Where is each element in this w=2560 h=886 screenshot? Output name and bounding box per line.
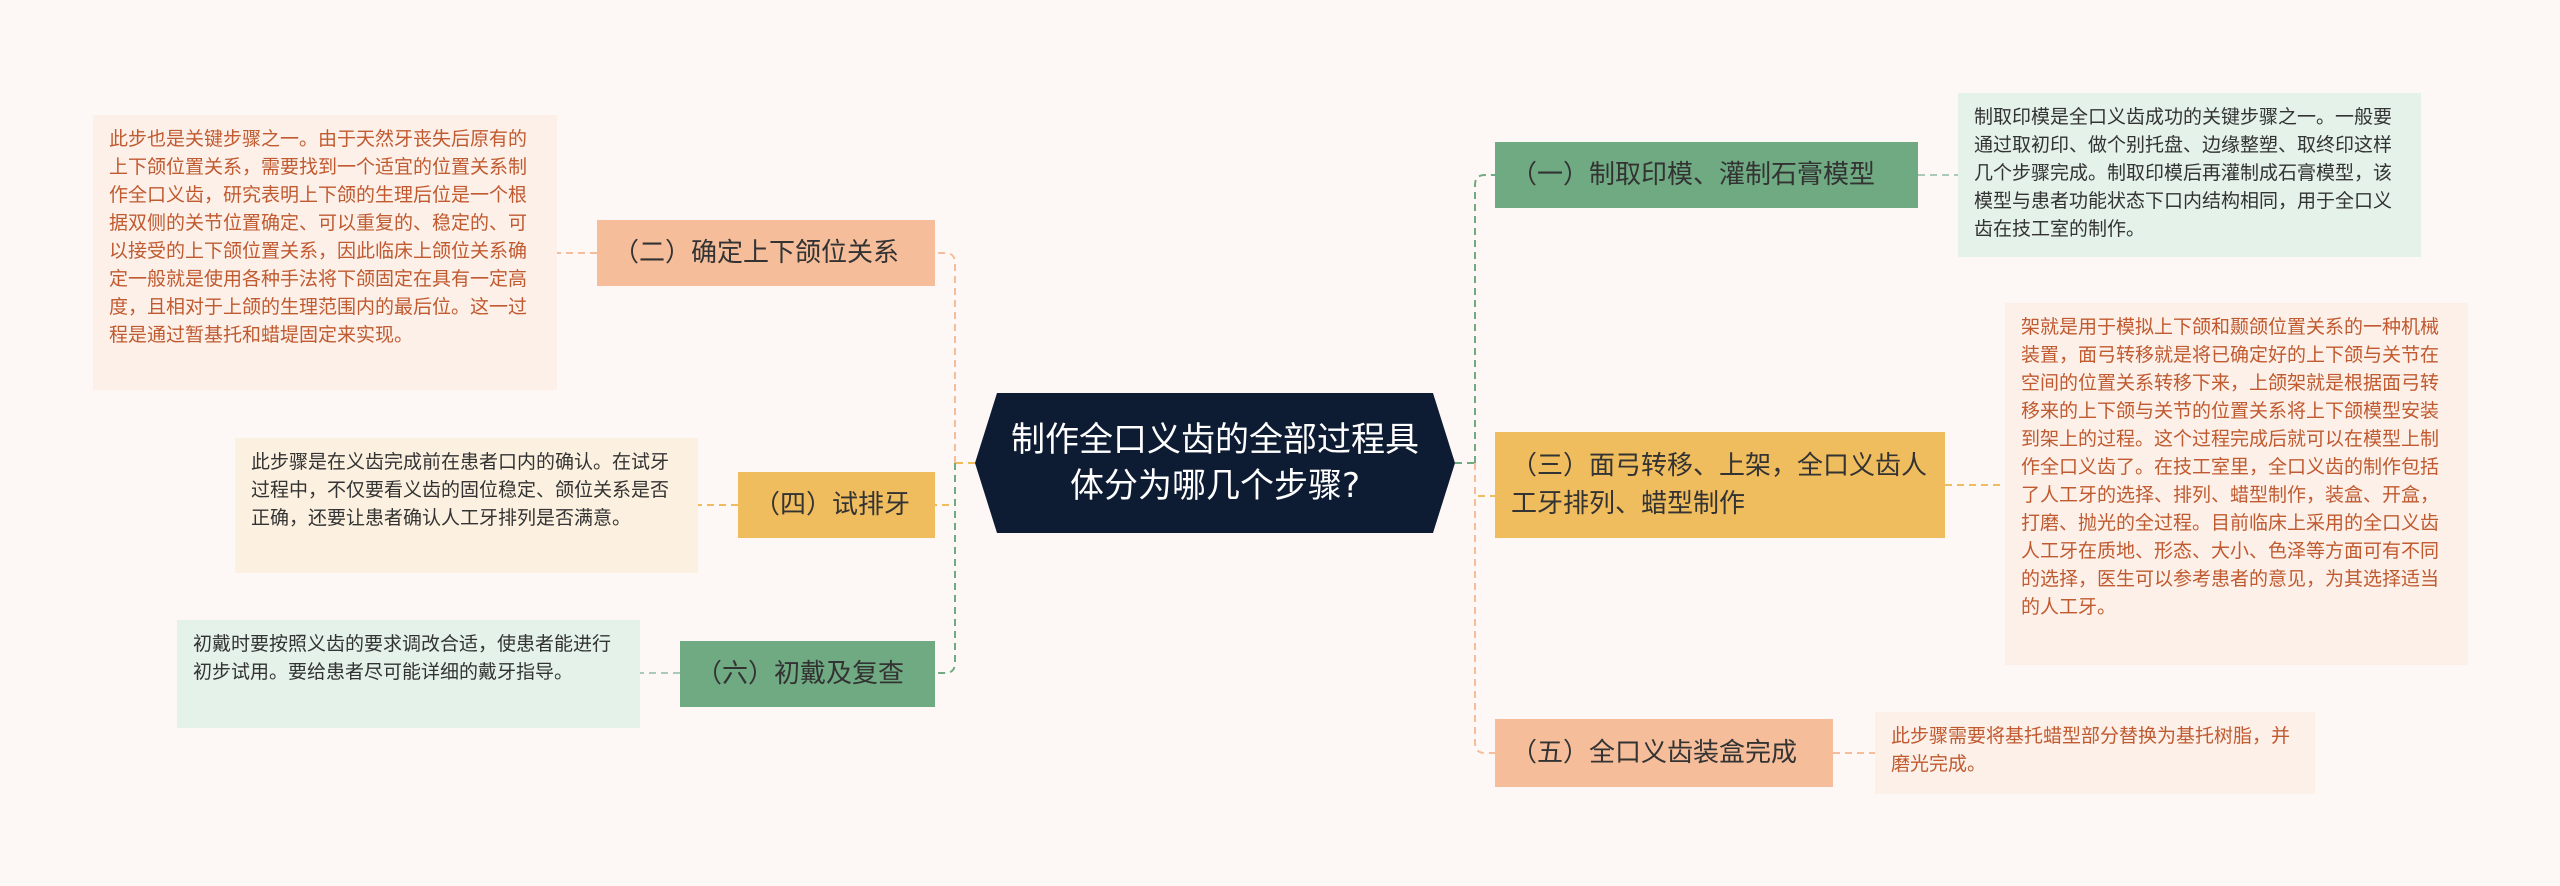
branch-step-5[interactable]: （五）全口义齿装盒完成 (1495, 719, 1833, 787)
central-topic[interactable]: 制作全口义齿的全部过程具体分为哪几个步骤? (975, 393, 1455, 533)
branch-step-3[interactable]: （三）面弓转移、上架，全口义齿人工牙排列、蜡型制作 (1495, 432, 1945, 538)
detail-step-4: 此步骤是在义齿完成前在患者口内的确认。在试牙过程中，不仅要看义齿的固位稳定、颌位… (235, 438, 698, 573)
detail-step-2: 此步也是关键步骤之一。由于天然牙丧失后原有的上下颌位置关系，需要找到一个适宜的位… (93, 115, 557, 390)
detail-step-1: 制取印模是全口义齿成功的关键步骤之一。一般要通过取初印、做个别托盘、边缘整塑、取… (1958, 93, 2421, 257)
detail-step-5: 此步骤需要将基托蜡型部分替换为基托树脂，并磨光完成。 (1875, 712, 2315, 794)
branch-step-4[interactable]: （四）试排牙 (738, 472, 935, 538)
branch-step-2[interactable]: （二）确定上下颌位关系 (597, 220, 935, 286)
branch-step-3-label: （三）面弓转移、上架，全口义齿人工牙排列、蜡型制作 (1511, 451, 1928, 519)
detail-step-3-text: 架就是用于模拟上下颌和颞颌位置关系的一种机械装置，面弓转移就是将已确定好的上下颌… (2021, 316, 2440, 618)
detail-step-4-text: 此步骤是在义齿完成前在患者口内的确认。在试牙过程中，不仅要看义齿的固位稳定、颌位… (251, 451, 670, 529)
branch-step-6[interactable]: （六）初戴及复查 (680, 641, 935, 707)
branch-step-6-label: （六）初戴及复查 (696, 659, 905, 689)
branch-step-5-label: （五）全口义齿装盒完成 (1511, 738, 1798, 768)
branch-step-2-label: （二）确定上下颌位关系 (613, 238, 900, 268)
detail-step-1-text: 制取印模是全口义齿成功的关键步骤之一。一般要通过取初印、做个别托盘、边缘整塑、取… (1974, 106, 2393, 240)
detail-step-6: 初戴时要按照义齿的要求调改合适，使患者能进行初步试用。要给患者尽可能详细的戴牙指… (177, 620, 640, 728)
branch-step-1[interactable]: （一）制取印模、灌制石膏模型 (1495, 142, 1918, 208)
detail-step-2-text: 此步也是关键步骤之一。由于天然牙丧失后原有的上下颌位置关系，需要找到一个适宜的位… (109, 128, 528, 346)
branch-step-4-label: （四）试排牙 (754, 490, 911, 520)
detail-step-3: 架就是用于模拟上下颌和颞颌位置关系的一种机械装置，面弓转移就是将已确定好的上下颌… (2005, 303, 2468, 665)
detail-step-5-text: 此步骤需要将基托蜡型部分替换为基托树脂，并磨光完成。 (1891, 725, 2291, 775)
branch-step-1-label: （一）制取印模、灌制石膏模型 (1511, 160, 1876, 190)
detail-step-6-text: 初戴时要按照义齿的要求调改合适，使患者能进行初步试用。要给患者尽可能详细的戴牙指… (193, 633, 612, 683)
central-topic-text: 制作全口义齿的全部过程具体分为哪几个步骤? (1011, 420, 1419, 506)
